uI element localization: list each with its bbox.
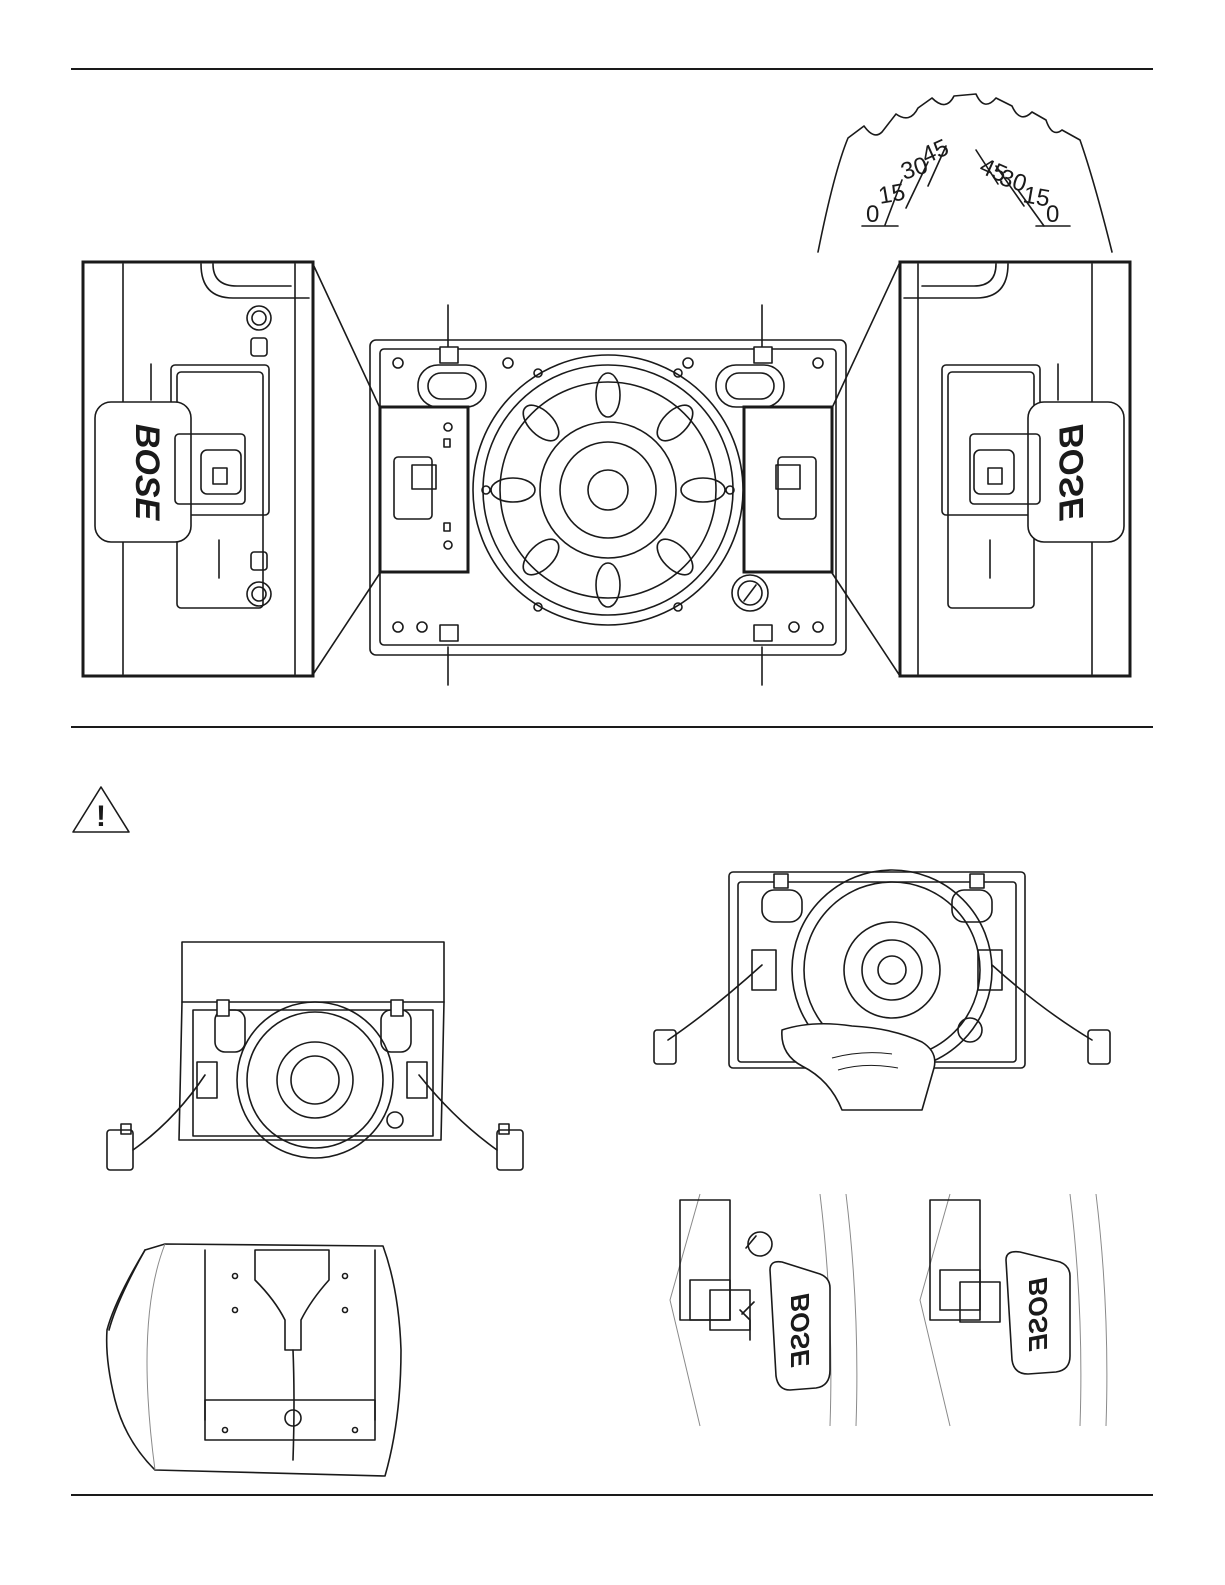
bose-logo-icon: BOSE (1053, 424, 1091, 522)
speaker-grille-removed-view (105, 940, 525, 1180)
latch-closeup-closed: BOSE (910, 1190, 1110, 1430)
bose-logo-left: BOSE (128, 424, 166, 522)
grille-install-hand-view (652, 870, 1122, 1110)
latch-closeup-open: BOSE (660, 1190, 860, 1430)
speaker-rear-bracket-view (105, 1240, 405, 1480)
bose-logo-step-a: BOSE (785, 1293, 815, 1367)
warning-triangle-icon: ! (70, 785, 132, 835)
warning-exclamation: ! (96, 800, 106, 833)
bose-logo-icon: BOSE (128, 424, 166, 522)
bose-logo-step-b: BOSE (1023, 1277, 1053, 1351)
right-latch-closeup: BOSE (898, 260, 1134, 680)
bottom-rule (71, 1494, 1153, 1496)
left-latch-closeup: BOSE (81, 260, 317, 680)
bose-logo-right: BOSE (1053, 424, 1091, 522)
bose-logo-icon: BOSE (1023, 1277, 1053, 1351)
bose-logo-icon: BOSE (785, 1293, 815, 1367)
